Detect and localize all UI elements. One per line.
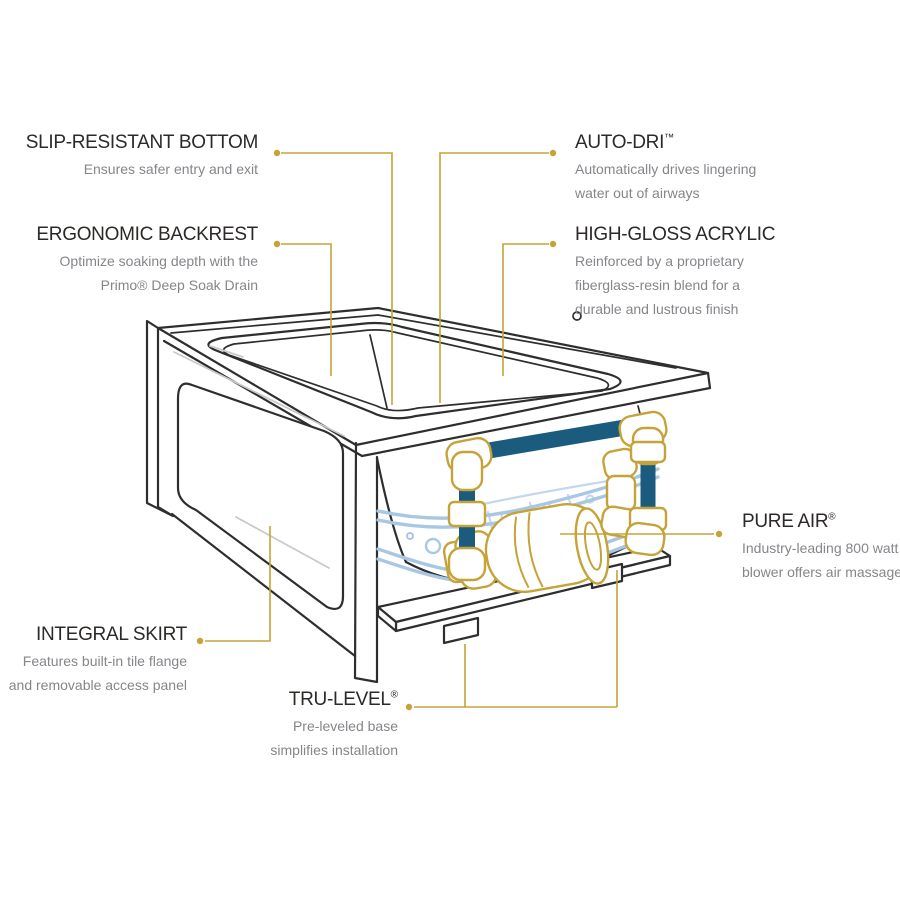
callout-desc-line: Industry-leading 800 watt [742, 540, 899, 556]
front-corner-pillar [353, 441, 379, 684]
deck-sheen [209, 345, 244, 358]
callout-desc-line: simplifies installation [270, 742, 398, 758]
callout-dot-slip-resistant [273, 149, 281, 157]
callout-dot-integral-skirt [196, 637, 204, 645]
callout-title: TRU-LEVEL® [288, 689, 398, 710]
callout-tru-level: TRU-LEVEL® Pre-leveled base simplifies i… [270, 689, 398, 762]
callout-desc-line: Primo® Deep Soak Drain [100, 277, 258, 293]
callout-desc-line: Reinforced by a proprietary [575, 253, 744, 269]
basin-inner-line [222, 329, 610, 412]
callout-title: AUTO-DRI™ [575, 132, 675, 153]
callout-desc-line: Features built-in tile flange [22, 653, 187, 669]
callout-ergonomic-backrest: ERGONOMIC BACKREST Optimize soaking dept… [36, 224, 258, 297]
callout-auto-dri: AUTO-DRI™ Automatically drives lingering… [575, 132, 756, 205]
pipe-coupler [447, 500, 487, 528]
callout-dot-tru-level [405, 703, 413, 711]
callout-desc-line: Optimize soaking depth with the [59, 253, 258, 269]
callout-desc-line: durable and lustrous finish [575, 301, 739, 317]
pipe-elbow [450, 450, 484, 492]
base-plank-end [376, 605, 398, 633]
skirt-sheen-upper [173, 351, 345, 437]
pipe-fitting [605, 474, 637, 512]
registered-symbol: ® [390, 689, 398, 701]
callout-desc-line: fiberglass-resin blend for a [575, 277, 740, 293]
skirt-sheen-lower [235, 516, 330, 569]
trademark-symbol: ™ [664, 132, 675, 144]
callout-desc-line: Automatically drives lingering [575, 161, 757, 177]
bubble-icon [424, 537, 442, 555]
callout-desc-line: water out of airways [575, 185, 700, 201]
callout-line-integral-skirt [205, 526, 271, 642]
callout-dot-ergonomic-backrest [273, 240, 281, 248]
callout-dot-high-gloss [549, 240, 557, 248]
callout-desc-line: Pre-leveled base [292, 718, 398, 734]
bowl-end-line [375, 456, 408, 564]
rim-inner-line [170, 314, 677, 369]
callout-line-tru-level [414, 570, 618, 708]
callout-integral-skirt: INTEGRAL SKIRT Features built-in tile fl… [8, 624, 188, 697]
pipe-assembly [445, 410, 668, 582]
callout-title: ERGONOMIC BACKREST [36, 224, 258, 245]
skirt-bottom-edge [170, 512, 357, 658]
callout-title: HIGH-GLOSS ACRYLIC [575, 224, 776, 245]
backrest-slope-line [369, 334, 388, 409]
pipe-coupler [629, 440, 667, 464]
callout-desc-line: blower offers air massage [742, 564, 900, 580]
callout-dot-auto-dri [549, 149, 557, 157]
callout-title: PURE AIR® [742, 511, 836, 532]
callout-title: SLIP-RESISTANT BOTTOM [25, 132, 259, 153]
callout-desc-line: Ensures safer entry and exit [83, 161, 258, 177]
registered-symbol: ® [828, 511, 836, 523]
callout-title: INTEGRAL SKIRT [35, 624, 187, 645]
callout-lines [196, 149, 723, 711]
callout-line-ergonomic-backrest [281, 243, 332, 376]
pipe-elbow [447, 546, 487, 582]
base-foot-left [442, 616, 480, 645]
tile-flange [145, 319, 175, 518]
callout-slip-resistant-bottom: SLIP-RESISTANT BOTTOM Ensures safer entr… [25, 132, 259, 181]
callout-high-gloss-acrylic: HIGH-GLOSS ACRYLIC Reinforced by a propr… [575, 224, 775, 321]
blower-end-inner [583, 521, 603, 571]
callout-desc-line: and removable access panel [8, 677, 187, 693]
pipe-elbow [624, 521, 666, 557]
callout-line-slip-resistant [281, 152, 393, 405]
callout-line-high-gloss [502, 243, 549, 376]
blower-rib [513, 516, 530, 589]
bathtub-illustration [145, 306, 712, 684]
auto-dri-port [572, 311, 582, 321]
bubble-icon [406, 532, 414, 540]
pipe-top [478, 417, 642, 460]
callout-dot-pure-air [715, 530, 723, 538]
rim-band-edge [162, 339, 712, 458]
callout-line-auto-dri [439, 152, 549, 403]
blower-rib [527, 512, 544, 588]
callout-pure-air: PURE AIR® Industry-leading 800 watt blow… [742, 511, 900, 584]
basin-opening [207, 321, 622, 420]
